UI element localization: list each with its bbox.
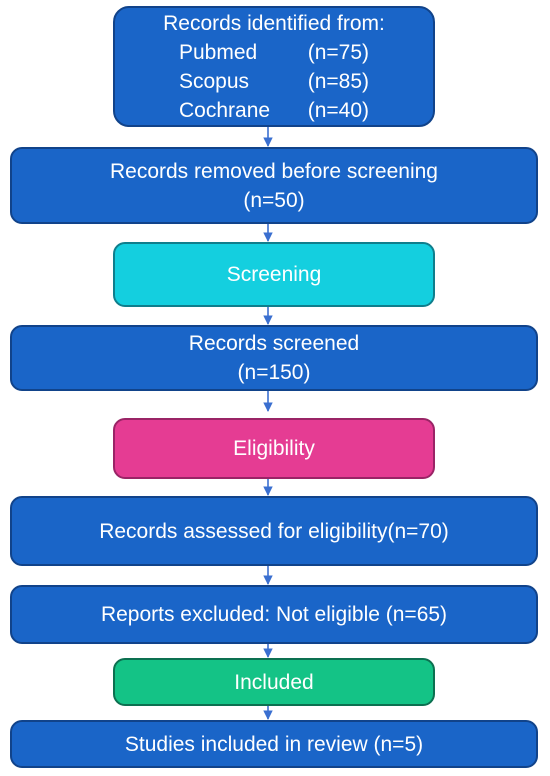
source-count: (n=75)	[307, 40, 369, 64]
source-name: Pubmed	[179, 40, 258, 64]
source-count: (n=40)	[307, 98, 369, 122]
records-assessed-text: Records assessed for eligibility(n=70)	[99, 519, 449, 543]
screening-stage-label: Screening	[226, 263, 322, 286]
source-row-scopus: Scopus (n=85)	[179, 67, 369, 96]
records-screened-text: Records screened	[188, 332, 360, 355]
source-row-pubmed: Pubmed (n=75)	[179, 38, 369, 67]
source-count: (n=85)	[307, 69, 369, 93]
source-name: Cochrane	[179, 98, 271, 122]
studies-included-box: Studies included in review (n=5)	[10, 720, 538, 768]
reports-excluded-box: Reports excluded: Not eligible (n=65)	[10, 585, 538, 644]
records-removed-text: Records removed before screening	[109, 159, 438, 183]
records-removed-box: Records removed before screening (n=50)	[10, 147, 538, 224]
included-stage-box: Included	[113, 658, 435, 706]
records-assessed-box: Records assessed for eligibility(n=70)	[10, 496, 538, 566]
records-identified-box: Records identified from: Pubmed (n=75) S…	[113, 6, 435, 127]
records-identified-title: Records identified from:	[163, 11, 385, 35]
records-removed-count: (n=50)	[243, 188, 305, 212]
source-name: Scopus	[179, 69, 250, 93]
studies-included-text: Studies included in review (n=5)	[124, 732, 424, 756]
records-screened-box: Records screened (n=150)	[10, 325, 538, 391]
included-stage-label: Included	[234, 670, 314, 694]
records-screened-count: (n=150)	[237, 361, 311, 384]
eligibility-stage-label: Eligibility	[233, 437, 315, 460]
reports-excluded-text: Reports excluded: Not eligible (n=65)	[100, 603, 448, 626]
source-row-cochrane: Cochrane (n=40)	[179, 96, 369, 125]
screening-stage-box: Screening	[113, 242, 435, 307]
eligibility-stage-box: Eligibility	[113, 418, 435, 479]
